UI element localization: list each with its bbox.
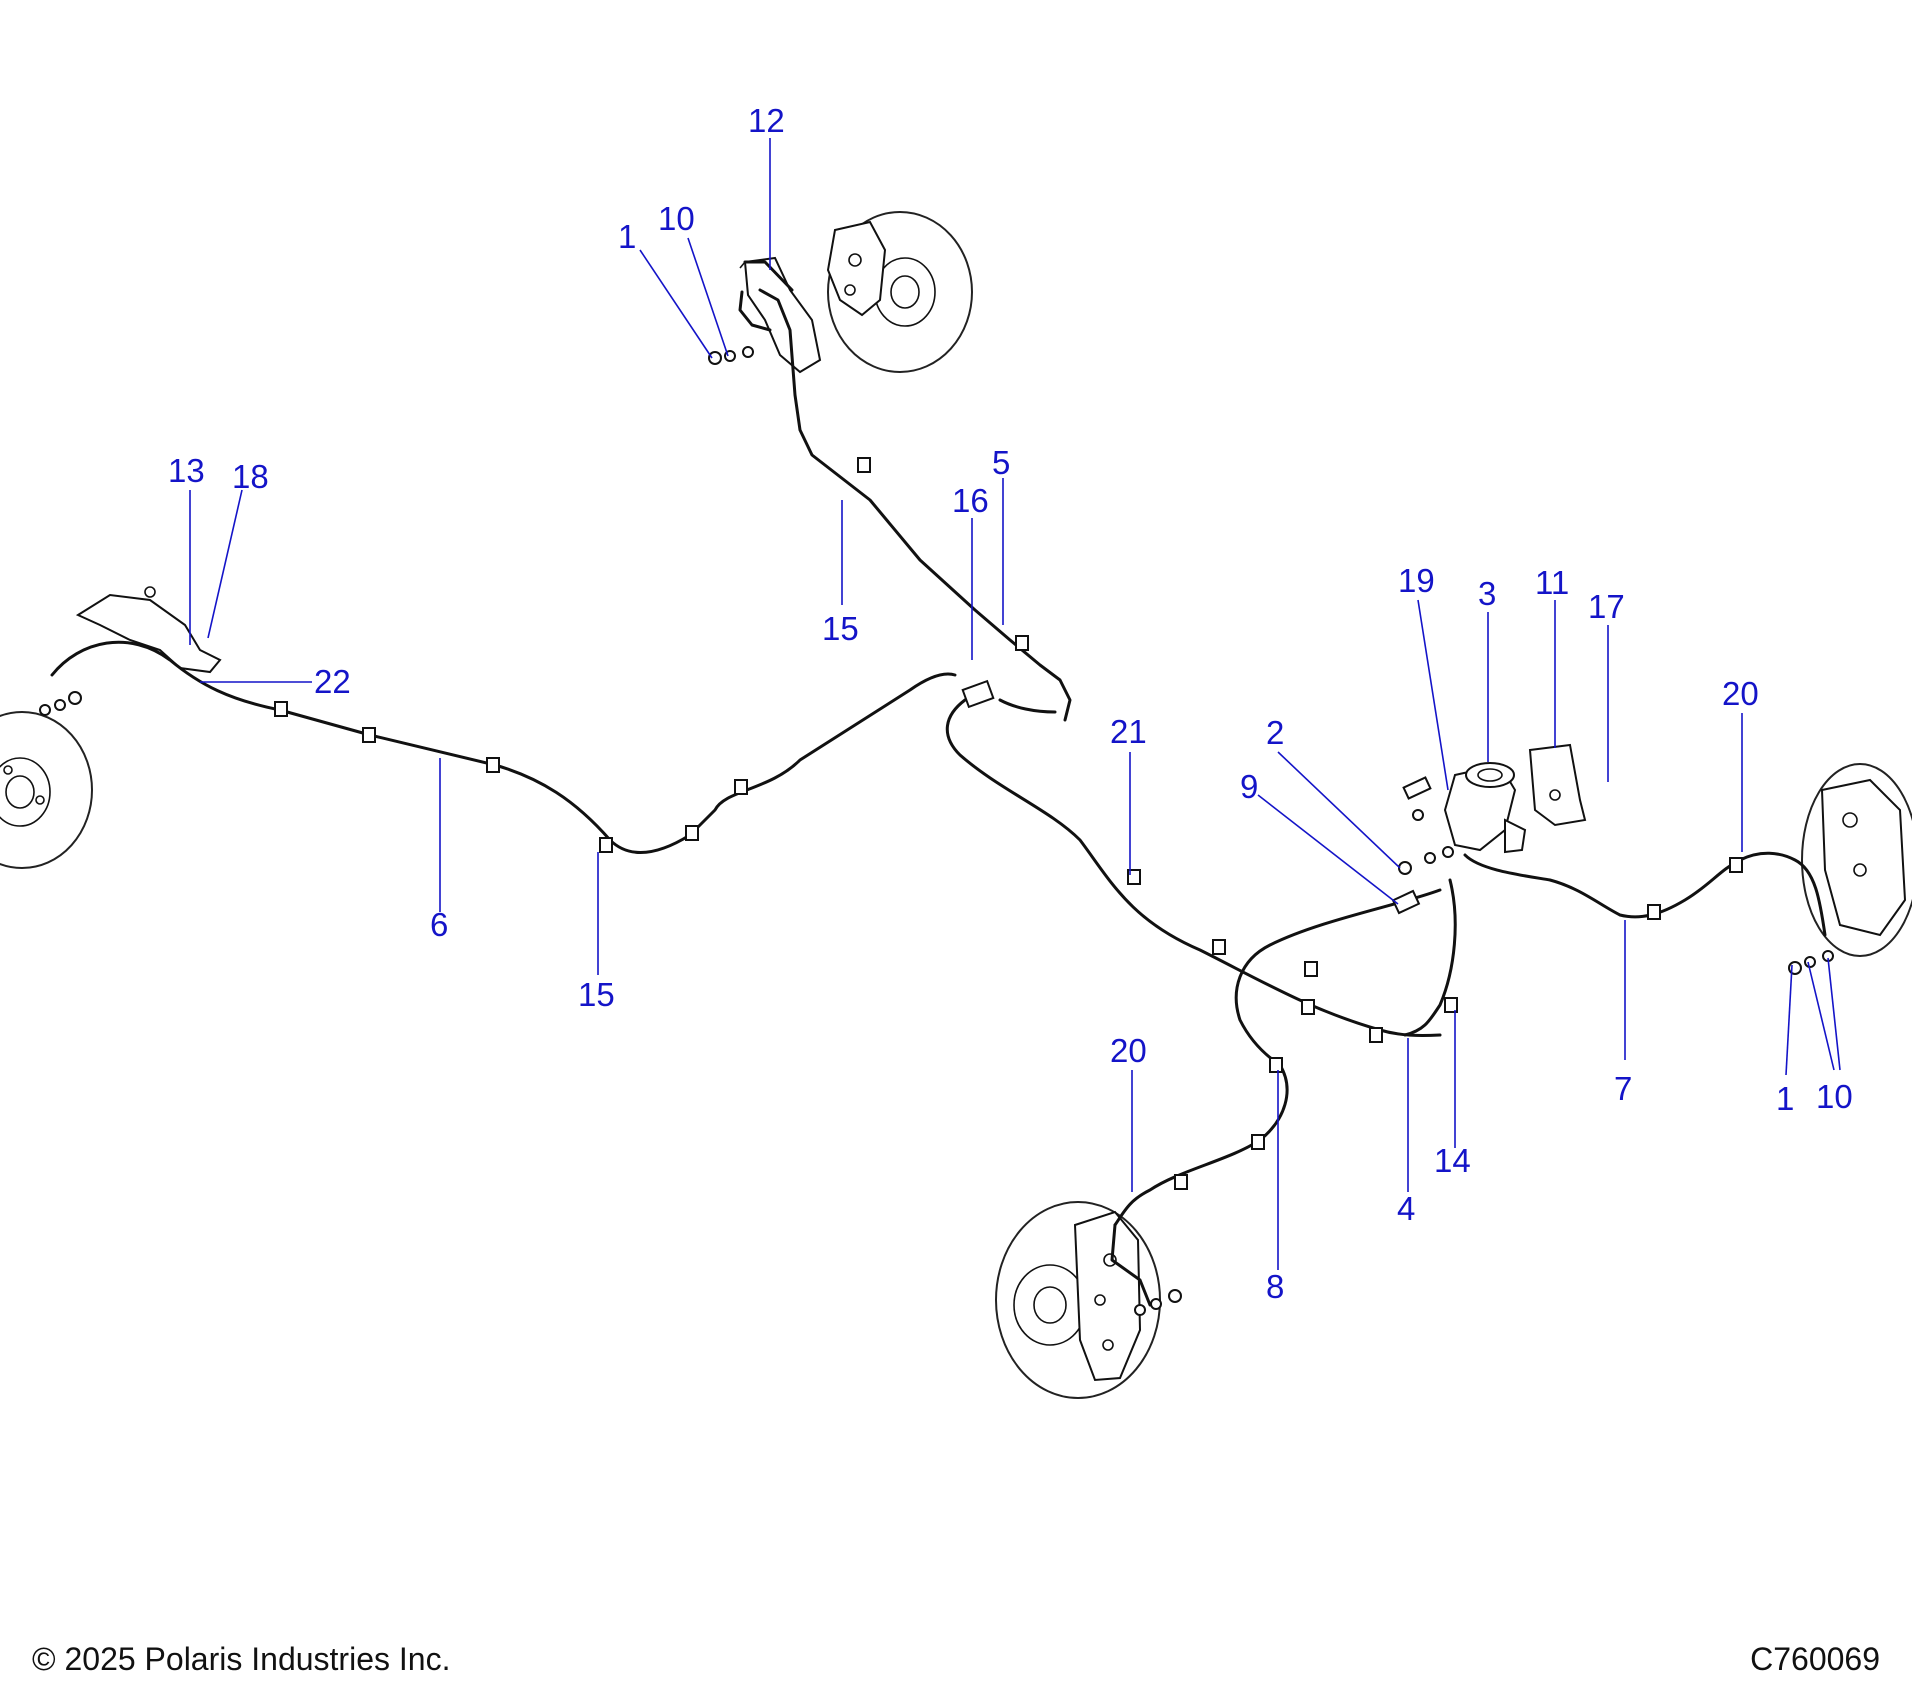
front-left-brake-disc [826, 211, 973, 373]
rear-right-brake-disc [995, 1201, 1161, 1399]
callout-labels: 1 10 12 13 18 22 6 15 15 16 5 21 19 3 11… [168, 102, 1853, 1305]
callout-22: 22 [314, 663, 351, 700]
brake-line-front-right [1463, 851, 1827, 937]
callout-20-front-right: 20 [1722, 675, 1759, 712]
callout-2: 2 [1266, 714, 1284, 751]
drawing-number: C760069 [1750, 1641, 1880, 1677]
callout-17: 17 [1588, 588, 1625, 625]
callout-1-front-right: 1 [1776, 1080, 1794, 1117]
brake-line-front-left [738, 260, 1072, 722]
copyright-notice: © 2025 Polaris Industries Inc. [32, 1641, 451, 1677]
callout-21: 21 [1110, 713, 1147, 750]
callout-4: 4 [1397, 1190, 1415, 1227]
callout-20-rear-right: 20 [1110, 1032, 1147, 1069]
callout-12: 12 [748, 102, 785, 139]
callout-6: 6 [430, 906, 448, 943]
callout-18: 18 [232, 458, 269, 495]
brake-line-rear-left [50, 640, 957, 854]
fittings [39, 346, 1834, 1316]
master-cylinder [1443, 762, 1527, 854]
distribution-block [961, 679, 1057, 714]
callout-3: 3 [1478, 575, 1496, 612]
callout-10-front-left: 10 [658, 200, 695, 237]
line-clips [274, 457, 1743, 1190]
callout-8: 8 [1266, 1268, 1284, 1305]
callout-16: 16 [952, 482, 989, 519]
master-cylinder-shield [1528, 743, 1587, 827]
front-right-brake-disc [1801, 763, 1912, 957]
leader-lines [189, 138, 1841, 1270]
callout-9: 9 [1240, 768, 1258, 805]
rear-hose-bracket [75, 586, 222, 674]
callout-15-rear: 15 [578, 976, 615, 1013]
rear-left-brake-disc [0, 711, 93, 869]
callout-15-front: 15 [822, 610, 859, 647]
brake-line-rear-right [945, 698, 1457, 1307]
callout-11: 11 [1535, 564, 1569, 601]
callout-14: 14 [1434, 1142, 1471, 1179]
callout-13: 13 [168, 452, 205, 489]
callout-19: 19 [1398, 562, 1435, 599]
callout-5: 5 [992, 444, 1010, 481]
callout-7: 7 [1614, 1070, 1632, 1107]
callout-10-front-right: 10 [1816, 1078, 1853, 1115]
callout-1-front-left: 1 [618, 218, 636, 255]
